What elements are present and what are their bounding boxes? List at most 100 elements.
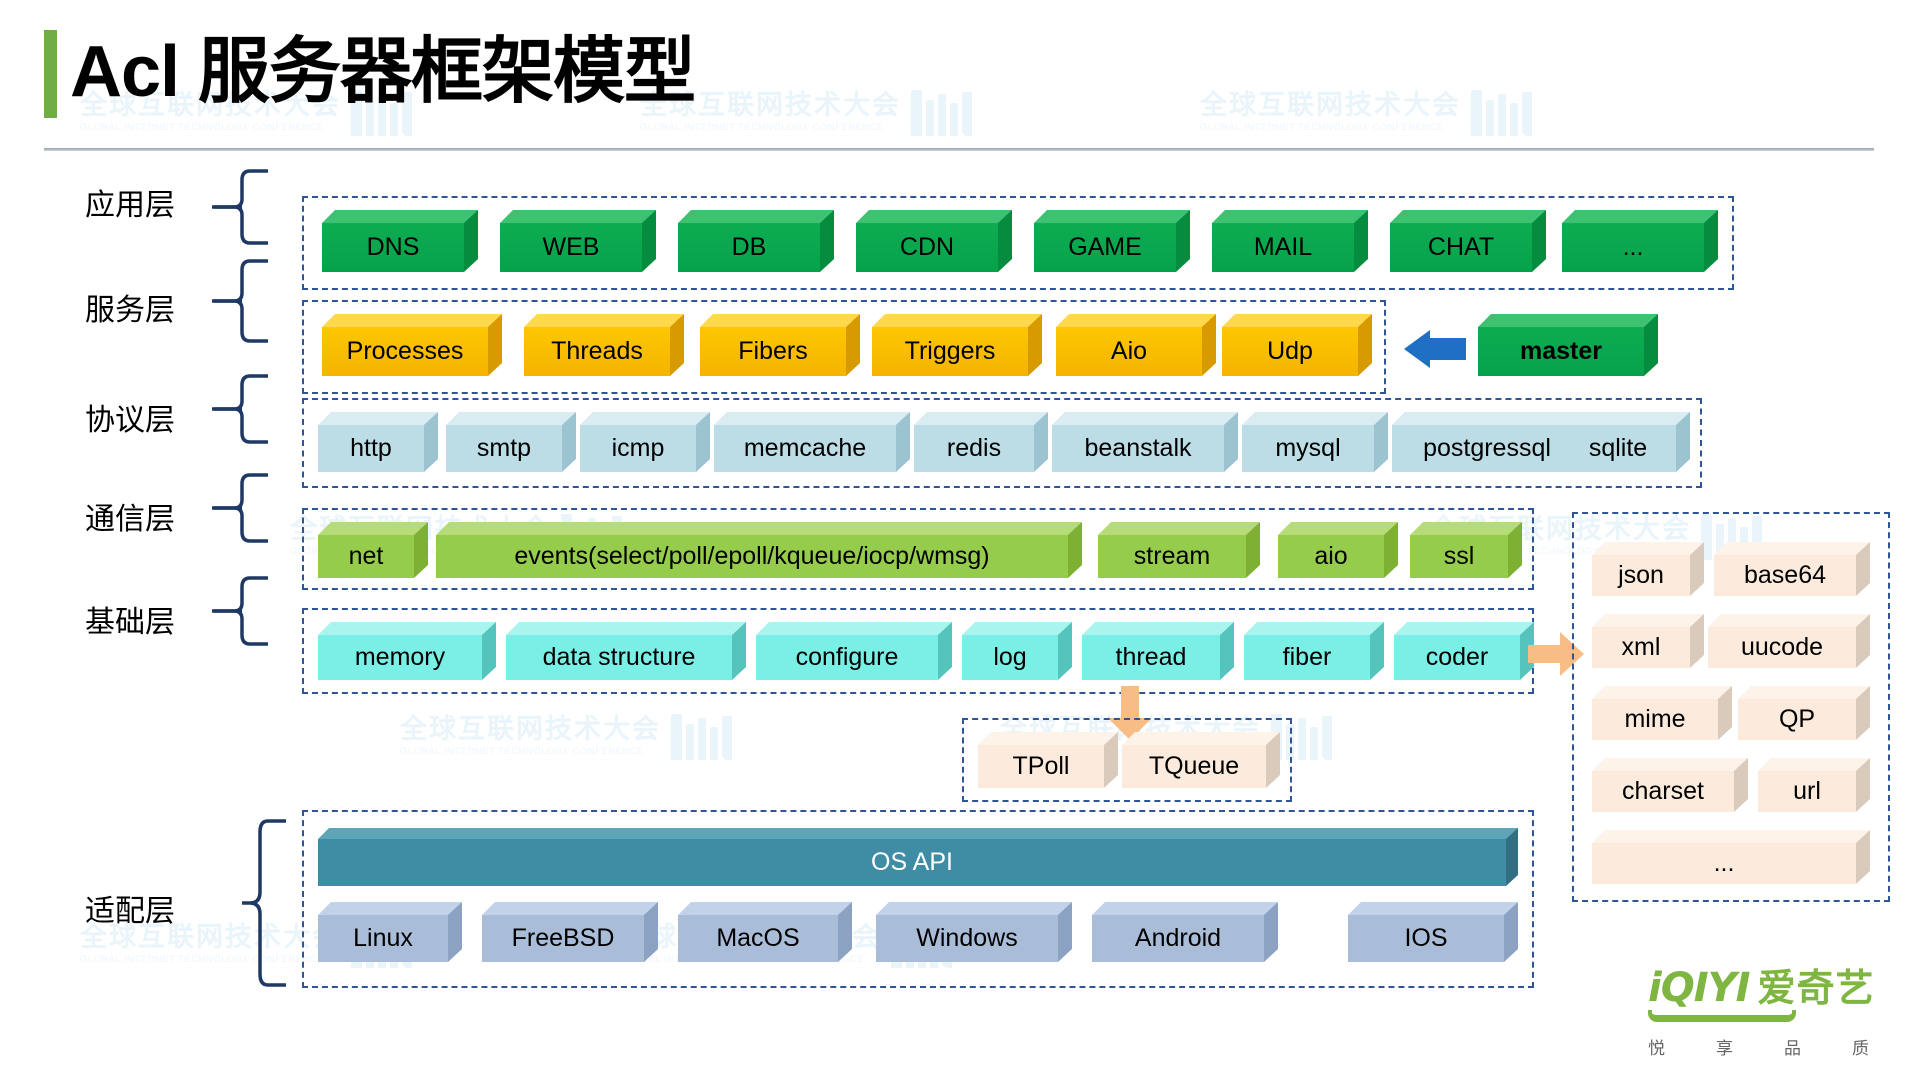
app-box-label: CDN xyxy=(856,223,998,272)
coder-box-url[interactable]: url xyxy=(1758,758,1870,812)
protocol-box-mysql[interactable]: mysql xyxy=(1242,412,1388,472)
os-box-label: Linux xyxy=(318,915,448,962)
comm-box-events[interactable]: events(select/poll/epoll/kqueue/iocp/wms… xyxy=(436,522,1082,578)
coder-box-xml[interactable]: xml xyxy=(1592,614,1704,668)
app-box-more[interactable]: ... xyxy=(1562,210,1718,272)
service-box-label: Fibers xyxy=(700,327,846,376)
app-box-game[interactable]: GAME xyxy=(1034,210,1190,272)
coder-box-uucode[interactable]: uucode xyxy=(1708,614,1870,668)
coder-box-mime[interactable]: mime xyxy=(1592,686,1732,740)
base-box-data-structure[interactable]: data structure xyxy=(506,622,746,680)
protocol-box-http[interactable]: http xyxy=(318,412,438,472)
app-box-label: ... xyxy=(1562,223,1704,272)
brace-base xyxy=(208,575,270,647)
coder-box-more[interactable]: ... xyxy=(1592,830,1870,884)
iqiyi-tagline: 悦 享 品 质 xyxy=(1648,1034,1870,1059)
protocol-box-postgressql[interactable]: postgressql xyxy=(1392,412,1596,472)
comm-box-net[interactable]: net xyxy=(318,522,428,578)
base-box-label: thread xyxy=(1082,635,1220,680)
app-box-label: WEB xyxy=(500,223,642,272)
coder-box-base64[interactable]: base64 xyxy=(1714,542,1870,596)
os-api-bar[interactable]: OS API xyxy=(318,828,1518,886)
protocol-box-label: redis xyxy=(914,425,1034,472)
service-box-processes[interactable]: Processes xyxy=(322,314,502,376)
comm-box-label: events(select/poll/epoll/kqueue/iocp/wms… xyxy=(436,535,1068,578)
thread-detail-container xyxy=(962,718,1292,802)
app-box-chat[interactable]: CHAT xyxy=(1390,210,1546,272)
app-box-web[interactable]: WEB xyxy=(500,210,656,272)
tagline-char: 品 xyxy=(1784,1039,1802,1058)
base-box-memory[interactable]: memory xyxy=(318,622,496,680)
service-box-label: Processes xyxy=(322,327,488,376)
os-box-label: MacOS xyxy=(678,915,838,962)
service-box-label: Aio xyxy=(1056,327,1202,376)
protocol-box-memcache[interactable]: memcache xyxy=(714,412,910,472)
base-box-coder[interactable]: coder xyxy=(1394,622,1534,680)
protocol-box-icmp[interactable]: icmp xyxy=(580,412,710,472)
service-box-aio[interactable]: Aio xyxy=(1056,314,1216,376)
communication-layer-container xyxy=(302,508,1534,590)
coder-box-qp[interactable]: QP xyxy=(1738,686,1870,740)
protocol-box-sqlite[interactable]: sqlite xyxy=(1560,412,1690,472)
service-layer-container xyxy=(302,300,1386,394)
coder-box-label: ... xyxy=(1592,843,1856,884)
coder-box-json[interactable]: json xyxy=(1592,542,1704,596)
os-box-macos[interactable]: MacOS xyxy=(678,902,852,962)
page-title: Acl 服务器框架模型 xyxy=(70,32,696,112)
base-box-log[interactable]: log xyxy=(962,622,1072,680)
os-box-linux[interactable]: Linux xyxy=(318,902,462,962)
base-box-configure[interactable]: configure xyxy=(756,622,952,680)
thread-detail-box-tqueue[interactable]: TQueue xyxy=(1122,732,1280,788)
comm-box-ssl[interactable]: ssl xyxy=(1410,522,1522,578)
comm-box-stream[interactable]: stream xyxy=(1098,522,1260,578)
brace-application xyxy=(208,168,270,246)
base-box-label: configure xyxy=(756,635,938,680)
base-box-fiber[interactable]: fiber xyxy=(1244,622,1384,680)
service-box-label: Udp xyxy=(1222,327,1358,376)
title-accent-bar xyxy=(44,30,57,118)
os-box-label: IOS xyxy=(1348,915,1504,962)
header-divider xyxy=(44,148,1874,151)
service-box-label: Threads xyxy=(524,327,670,376)
service-box-threads[interactable]: Threads xyxy=(524,314,684,376)
protocol-box-label: smtp xyxy=(446,425,562,472)
thread-detail-box-tpoll[interactable]: TPoll xyxy=(978,732,1118,788)
master-box[interactable]: master xyxy=(1478,314,1658,376)
service-box-triggers[interactable]: Triggers xyxy=(872,314,1042,376)
app-box-db[interactable]: DB xyxy=(678,210,834,272)
coder-box-label: url xyxy=(1758,771,1856,812)
iqiyi-logo-underline-icon xyxy=(1648,1010,1796,1022)
comm-box-aio[interactable]: aio xyxy=(1278,522,1398,578)
coder-box-label: mime xyxy=(1592,699,1718,740)
os-box-freebsd[interactable]: FreeBSD xyxy=(482,902,658,962)
os-box-windows[interactable]: Windows xyxy=(876,902,1072,962)
os-box-label: Android xyxy=(1092,915,1264,962)
coder-box-label: QP xyxy=(1738,699,1856,740)
base-box-thread[interactable]: thread xyxy=(1082,622,1234,680)
comm-box-label: net xyxy=(318,535,414,578)
service-box-udp[interactable]: Udp xyxy=(1222,314,1372,376)
app-box-label: DB xyxy=(678,223,820,272)
coder-box-charset[interactable]: charset xyxy=(1592,758,1748,812)
coder-right-arrow-icon xyxy=(1528,632,1584,676)
app-box-label: MAIL xyxy=(1212,223,1354,272)
watermark-logo-icon xyxy=(671,712,733,760)
os-box-label: FreeBSD xyxy=(482,915,644,962)
app-box-mail[interactable]: MAIL xyxy=(1212,210,1368,272)
app-box-cdn[interactable]: CDN xyxy=(856,210,1012,272)
service-box-fibers[interactable]: Fibers xyxy=(700,314,860,376)
app-box-dns[interactable]: DNS xyxy=(322,210,478,272)
os-box-ios[interactable]: IOS xyxy=(1348,902,1518,962)
protocol-box-label: icmp xyxy=(580,425,696,472)
protocol-box-smtp[interactable]: smtp xyxy=(446,412,576,472)
os-box-android[interactable]: Android xyxy=(1092,902,1278,962)
protocol-box-label: beanstalk xyxy=(1052,425,1224,472)
coder-box-label: base64 xyxy=(1714,555,1856,596)
protocol-box-beanstalk[interactable]: beanstalk xyxy=(1052,412,1238,472)
iqiyi-logo-en: iQIYI xyxy=(1648,965,1750,1011)
protocol-box-redis[interactable]: redis xyxy=(914,412,1048,472)
brace-adaptation xyxy=(238,818,288,988)
base-box-label: fiber xyxy=(1244,635,1370,680)
adaptation-layer-container xyxy=(302,810,1534,988)
brace-service xyxy=(208,258,270,344)
